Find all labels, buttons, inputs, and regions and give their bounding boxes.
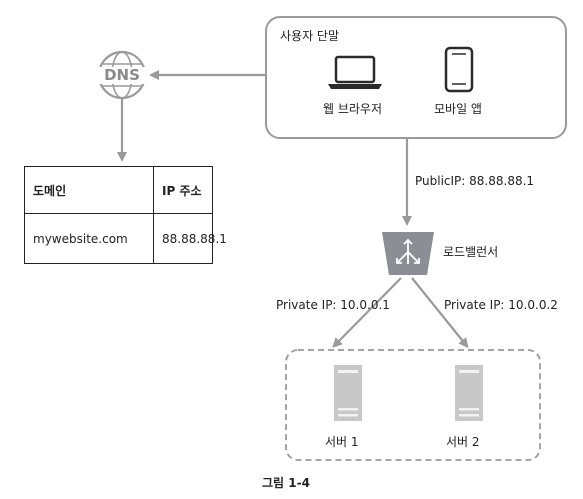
mobile-phone-icon (444, 46, 474, 93)
private-ip-2-label: Private IP: 10.0.0.2 (444, 298, 558, 312)
table-row: mywebsite.com 88.88.88.1 (24, 213, 227, 264)
public-ip-label: PublicIP: 88.88.88.1 (415, 174, 535, 188)
laptop-icon (328, 55, 382, 89)
server-2-icon (455, 365, 483, 421)
dns-globe-icon (96, 50, 148, 100)
arrow-lb-to-server-1 (332, 277, 402, 348)
load-balancer-icon (382, 232, 434, 275)
web-browser-label: 웹 브라우저 (323, 102, 383, 116)
client-group-title: 사용자 단말 (280, 29, 340, 43)
mobile-app-label: 모바일 앱 (434, 102, 482, 116)
server-2-label: 서버 2 (446, 435, 480, 449)
arrow-lb-to-server-2 (411, 277, 469, 349)
client-group-box (265, 16, 567, 139)
load-balancer-label: 로드밸런서 (443, 245, 499, 259)
table-header-row: 도메인 IP 주소 (24, 165, 213, 215)
server-group-box (285, 349, 541, 461)
private-ip-1-label: Private IP: 10.0.0.1 (276, 298, 390, 312)
server-1-icon (334, 365, 362, 421)
table-cell-domain: mywebsite.com (24, 213, 154, 264)
dns-record-table: 도메인 IP 주소 mywebsite.com 88.88.88.1 (24, 165, 227, 264)
figure-caption: 그림 1-4 (262, 476, 310, 490)
table-header-ip: IP 주소 (153, 165, 213, 215)
dns-label: DNS (104, 66, 140, 84)
table-header-domain: 도메인 (24, 165, 154, 215)
server-1-label: 서버 1 (325, 435, 359, 449)
table-cell-ip: 88.88.88.1 (153, 213, 227, 264)
